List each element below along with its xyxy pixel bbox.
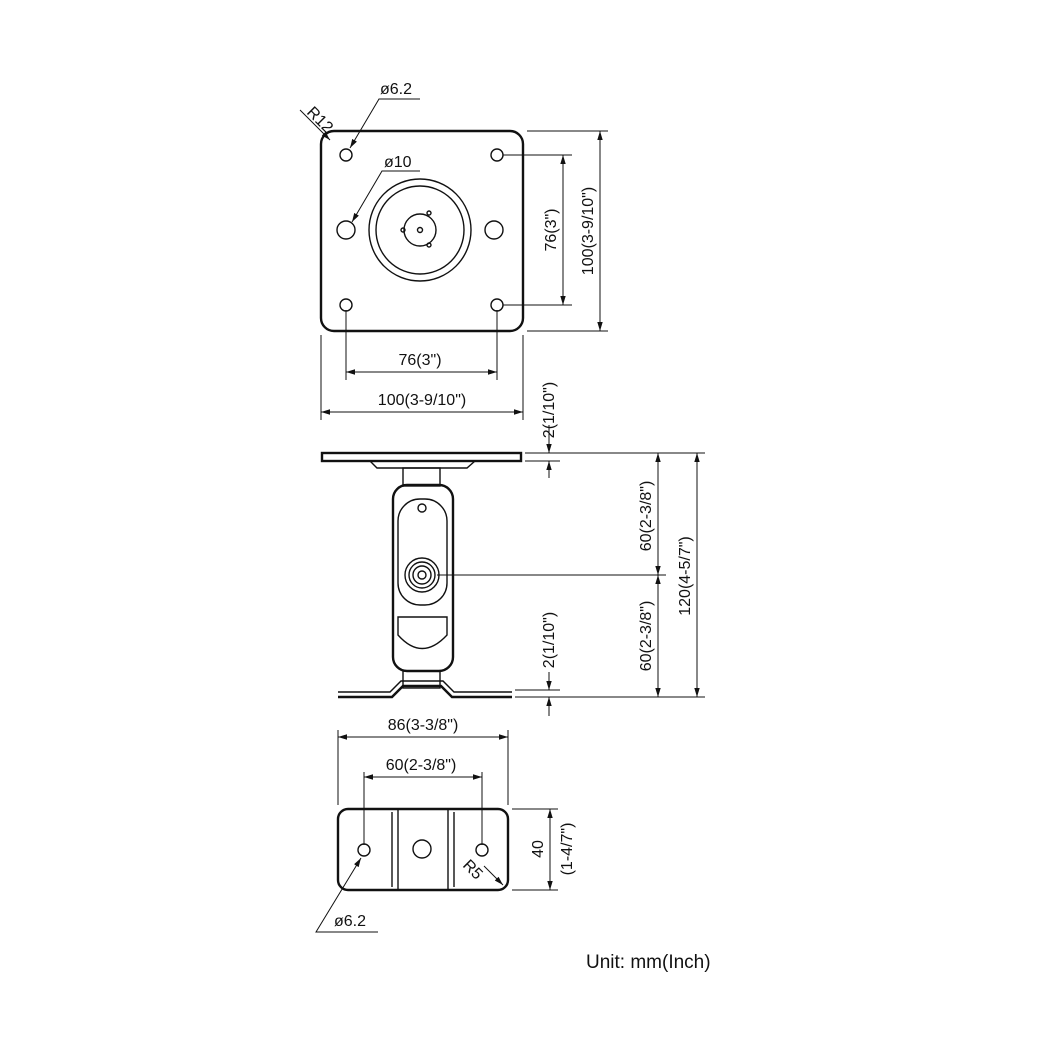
dim-upper-half: 60(2-3/8") [638,481,655,552]
bottom-view-dimensions: 86(3-3/8") 60(2-3/8") 40 (1-4/7") R5 ø6.… [315,717,576,933]
dim-plate-height: 100(3-9/10") [580,187,597,275]
top-view-dimensions: 76(3") 100(3-9/10") 76(3") 100(3-9/10") … [299,81,608,420]
dim-bottom-height-in: (1-4/7") [559,823,576,876]
mounting-hole [357,843,371,857]
mounting-hole [490,148,504,162]
center-hole [412,839,432,859]
dim-lower-half: 60(2-3/8") [638,601,655,672]
label-large-hole-diameter: ø10 [384,154,412,171]
dim-bottom-width: 86(3-3/8") [388,717,459,734]
top-view-mounting-plate [319,129,525,333]
dim-total-height: 120(4-5/7") [677,536,694,616]
dim-bottom-hole-spacing: 60(2-3/8") [386,757,457,774]
unit-label: Unit: mm(Inch) [586,952,711,973]
dim-plate-width: 100(3-9/10") [378,392,466,409]
dim-bottom-plate-thickness: 2(1/10") [541,612,558,668]
side-view-dimensions: 2(1/10") 60(2-3/8") 60(2-3/8") 120(4-5/7… [437,382,705,716]
mounting-hole [475,843,489,857]
dim-hole-spacing-horizontal: 76(3") [398,352,441,369]
large-hole [484,220,504,240]
label-hole-diameter: ø6.2 [380,81,412,98]
large-hole [336,220,356,240]
mounting-hole [339,298,353,312]
side-view-mount [320,451,523,699]
dim-bottom-height-mm: 40 [530,840,547,858]
dim-hole-spacing-vertical: 76(3") [543,208,560,251]
bottom-view-plate [336,807,510,892]
mounting-hole [490,298,504,312]
label-bottom-hole-diameter: ø6.2 [334,913,366,930]
dim-top-plate-thickness: 2(1/10") [541,382,558,438]
mounting-hole [339,148,353,162]
label-bottom-corner-radius: R5 [459,857,486,884]
